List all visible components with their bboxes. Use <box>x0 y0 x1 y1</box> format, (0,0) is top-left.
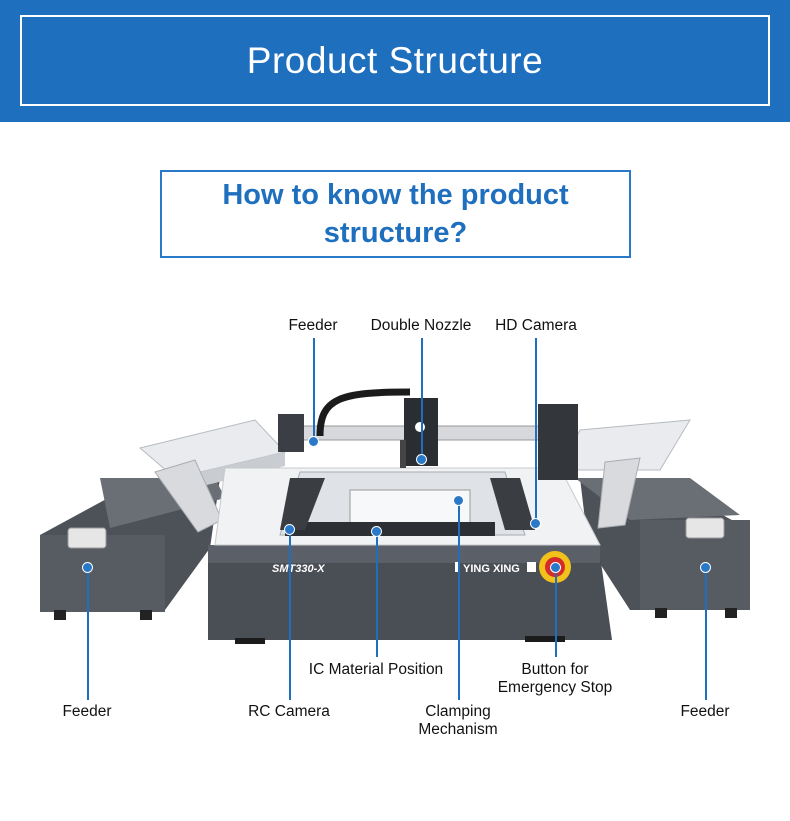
label-ic-material-position: IC Material Position <box>308 661 444 678</box>
leader-ic-material <box>376 532 378 657</box>
label-feeder-left: Feeder <box>62 703 112 720</box>
label-emergency-stop-line1: Button for <box>521 661 589 678</box>
label-clamping-line1: Clamping <box>425 703 491 720</box>
header-banner: Product Structure <box>0 0 790 122</box>
dot-ic-material <box>371 526 382 537</box>
left-feeder-unit <box>40 419 286 620</box>
label-clamping-line2: Mechanism <box>418 721 498 738</box>
subheading-box: How to know the product structure? <box>160 170 631 258</box>
label-emergency-stop-line2: Emergency Stop <box>497 679 613 696</box>
machine-main-body <box>208 388 612 644</box>
leader-clamping <box>458 500 460 700</box>
leader-feeder-right <box>705 567 707 700</box>
dot-feeder-left <box>82 562 93 573</box>
label-feeder-right: Feeder <box>680 703 730 720</box>
leader-feeder-left <box>87 567 89 700</box>
leader-rc-camera <box>289 530 291 700</box>
label-double-nozzle: Double Nozzle <box>370 317 472 334</box>
dot-feeder-right <box>700 562 711 573</box>
brand-text: YING XING <box>463 563 520 575</box>
label-feeder-top: Feeder <box>288 317 338 334</box>
dot-double-nozzle <box>416 454 427 465</box>
right-feeder-unit <box>559 419 750 618</box>
label-rc-camera: RC Camera <box>248 703 330 720</box>
left-feeder-handle <box>67 527 107 549</box>
dot-rc-camera <box>284 524 295 535</box>
dot-hd-camera <box>530 518 541 529</box>
right-feeder-handle <box>685 517 725 539</box>
header-frame: Product Structure <box>20 15 770 106</box>
subheading: How to know the product structure? <box>222 179 569 249</box>
leader-hd-camera <box>535 338 537 523</box>
dot-clamping <box>453 495 464 506</box>
model-text: SMT330-X <box>272 563 325 575</box>
leader-feeder-top <box>313 338 315 442</box>
leader-emergency-stop <box>555 567 557 657</box>
label-hd-camera: HD Camera <box>495 317 577 334</box>
page-title: Product Structure <box>246 39 544 81</box>
dot-feeder-top <box>308 436 319 447</box>
leader-double-nozzle <box>421 338 423 460</box>
dot-emergency-stop <box>550 562 561 573</box>
